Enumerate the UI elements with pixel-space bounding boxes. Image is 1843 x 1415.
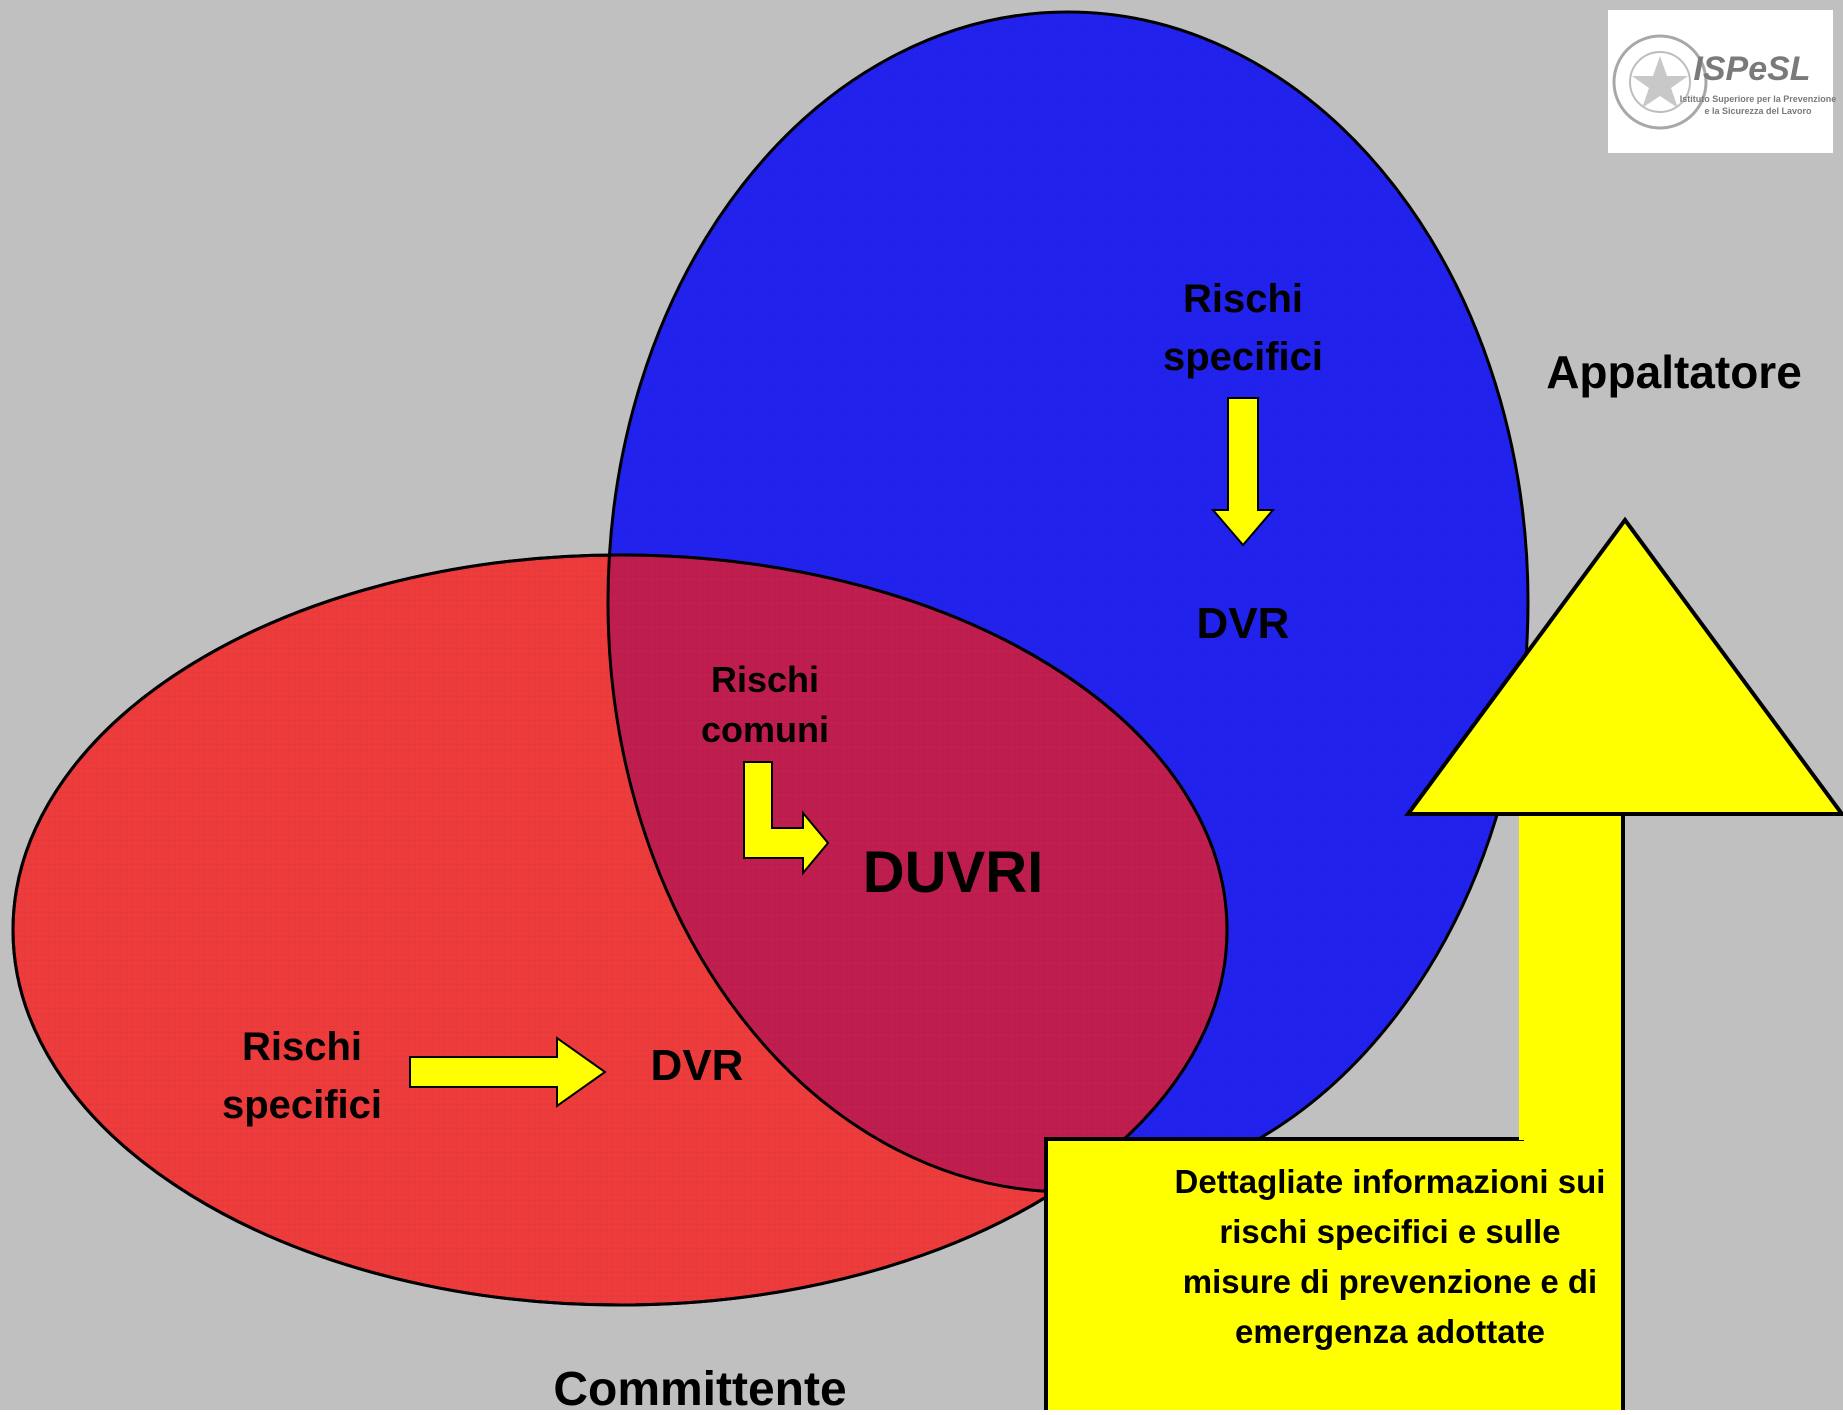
committente-right-arrow: [409, 1036, 607, 1108]
appaltatore-risks-line2: specifici: [1163, 335, 1323, 379]
duvri-label: DUVRI: [863, 840, 1043, 905]
logo-wordmark: ISPeSL: [1693, 50, 1810, 88]
republic-emblem-icon: [1612, 34, 1708, 130]
appaltatore-down-arrow: [1210, 397, 1276, 547]
committente-risks-line2: specifici: [222, 1083, 382, 1127]
committente-label: Committente: [553, 1363, 846, 1410]
committente-dvr-label: DVR: [651, 1041, 744, 1090]
appaltatore-dvr-label: DVR: [1197, 599, 1290, 648]
info-text-line3: misure di prevenzione e di: [1183, 1263, 1597, 1300]
info-text-line1: Dettagliate informazioni sui: [1175, 1163, 1606, 1200]
logo-subtitle-line2: e la Sicurezza del Lavoro: [1704, 106, 1812, 116]
ispesl-logo: ISPeSL Istituto Superiore per la Prevenz…: [1608, 10, 1836, 153]
common-risks-line1: Rischi: [711, 659, 819, 700]
common-risks-bent-arrow: [743, 761, 830, 876]
info-text-line2: rischi specifici e sulle: [1219, 1213, 1560, 1250]
common-risks-line2: comuni: [701, 709, 829, 750]
logo-subtitle-line1: Istituto Superiore per la Prevenzione: [1680, 94, 1837, 104]
committente-risks-line1: Rischi: [242, 1025, 362, 1069]
appaltatore-risks-line1: Rischi: [1183, 277, 1303, 321]
info-text-line4: emergenza adottate: [1235, 1313, 1545, 1350]
appaltatore-label: Appaltatore: [1546, 346, 1802, 398]
